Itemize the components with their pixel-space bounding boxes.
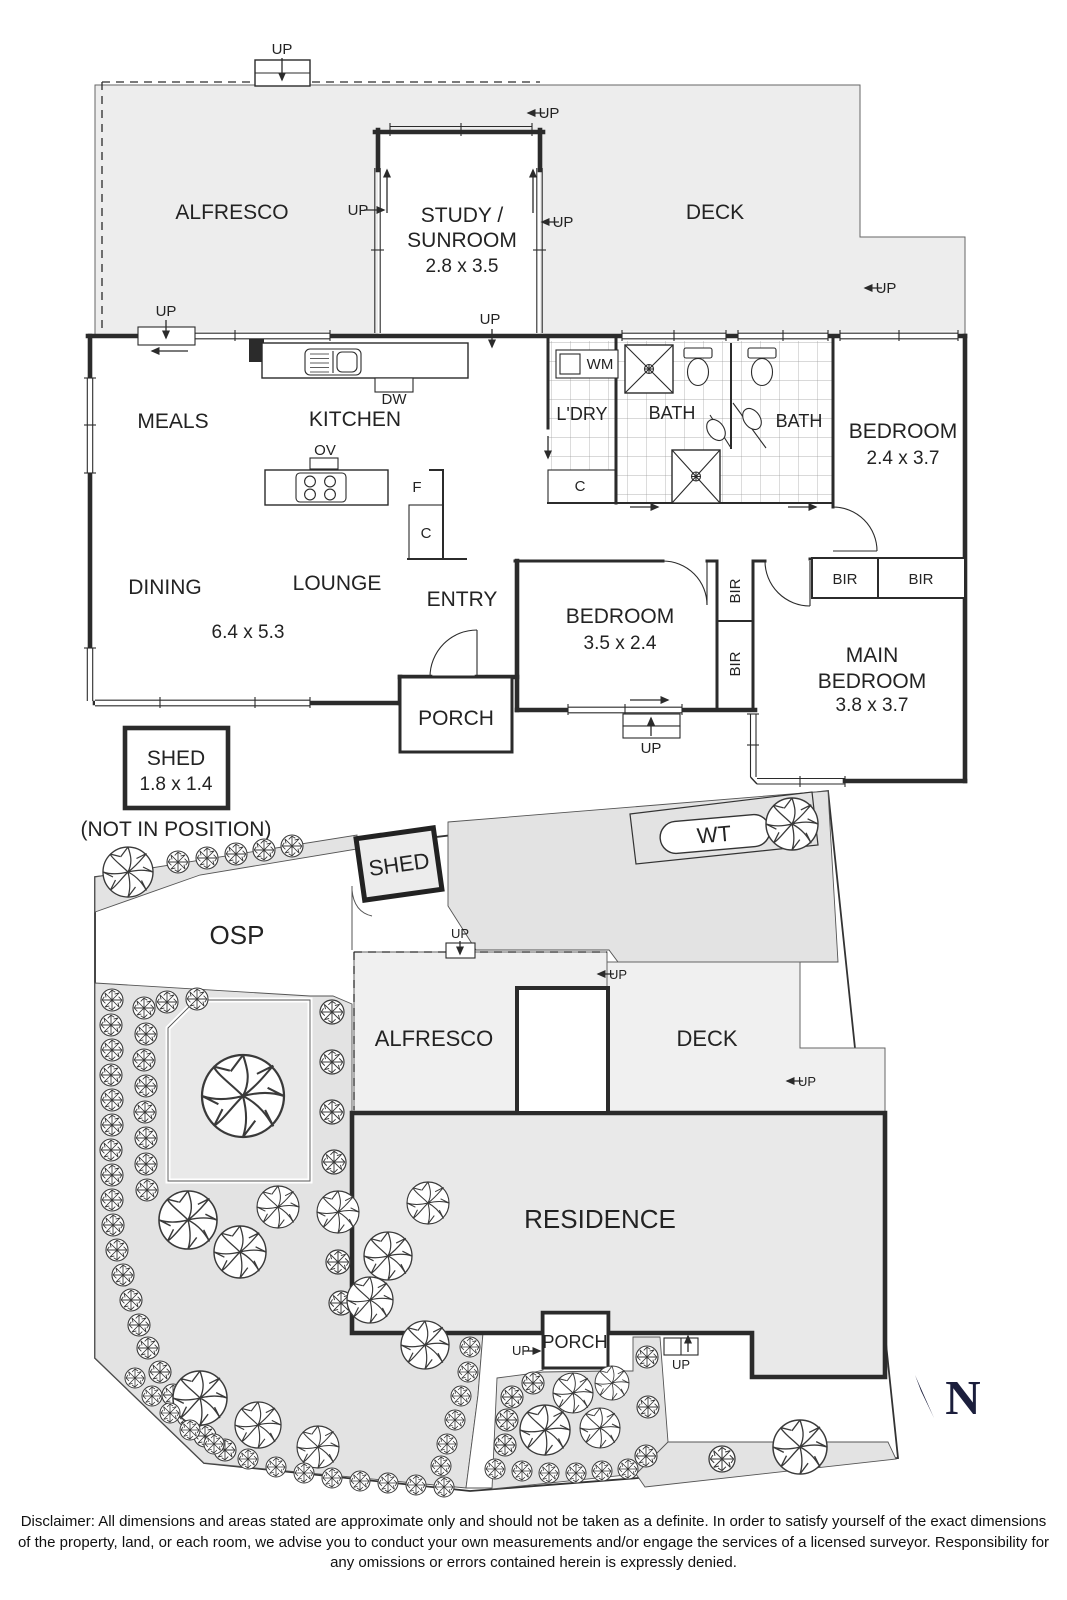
room-label-ldry: L'DRY — [556, 404, 607, 424]
site-label-residence: RESIDENCE — [524, 1204, 676, 1234]
entry-porch: PORCH — [398, 629, 514, 754]
cupboard-label-c: C — [575, 478, 586, 495]
garden-bed — [635, 1441, 897, 1488]
site-label-porch: PORCH — [542, 1332, 607, 1352]
basin-icon — [742, 407, 762, 431]
toilet-icon — [747, 347, 777, 387]
closet-label-bir: BIR — [727, 578, 744, 603]
kitchen-fittings: DW OV F C — [249, 339, 469, 560]
step-bedroom3: UP — [622, 696, 681, 757]
step-alfresco: UP — [137, 303, 196, 346]
closet-label-bir: BIR — [832, 571, 857, 588]
up-label: UP — [798, 1074, 816, 1089]
dim-label-living: 6.4 x 5.3 — [212, 622, 285, 643]
room-label-bedroom: BEDROOM — [566, 605, 675, 628]
room-label-bedroom: BEDROOM — [849, 420, 958, 443]
room-label-study1: STUDY / — [421, 204, 504, 227]
dim-label-study: 2.8 x 3.5 — [426, 256, 499, 277]
room-label-alfresco: ALFRESCO — [175, 201, 288, 224]
site-label-alfresco: ALFRESCO — [375, 1026, 494, 1051]
room-label-main1: MAIN — [846, 644, 899, 667]
site-plan: WT SHED ALFRESCO DECK UP — [94, 789, 981, 1498]
room-label-shed: SHED — [147, 747, 205, 770]
up-label: UP — [609, 967, 627, 982]
up-label: UP — [876, 280, 897, 297]
north-arrow-icon — [915, 1375, 934, 1418]
appliance-label-f: F — [412, 479, 421, 496]
shower-icon — [624, 344, 674, 394]
up-label: UP — [348, 202, 369, 219]
north-label: N — [945, 1370, 980, 1425]
dim-label-bedroom3: 3.5 x 2.4 — [584, 633, 657, 654]
room-study-sunroom: STUDY / SUNROOM 2.8 x 3.5 — [371, 123, 546, 336]
step-top: UP — [254, 41, 311, 87]
disclaimer-text: Disclaimer: All dimensions and areas sta… — [17, 1513, 1050, 1572]
room-label-main2: BEDROOM — [818, 670, 927, 693]
up-label: UP — [553, 214, 574, 231]
room-label-study2: SUNROOM — [407, 229, 517, 252]
room-label-entry: ENTRY — [427, 588, 498, 611]
appliance-label-ov: OV — [314, 442, 336, 459]
appliance-label-wm: WM — [587, 356, 614, 373]
wt-label: WT — [696, 821, 732, 849]
shower-icon — [671, 449, 721, 504]
room-laundry: WM L'DRY C — [544, 334, 619, 505]
shed-site: SHED — [353, 825, 445, 903]
appliance-label-dw: DW — [382, 391, 408, 408]
up-label: UP — [512, 1343, 530, 1358]
room-label-porch: PORCH — [418, 707, 494, 730]
room-label-kitchen: KITCHEN — [309, 408, 401, 431]
up-label: UP — [480, 311, 501, 328]
cooktop-icon — [295, 472, 347, 503]
toilet-icon — [683, 347, 713, 387]
room-label-dining: DINING — [128, 576, 202, 599]
basin-icon — [706, 418, 726, 442]
room-label-bath: BATH — [776, 411, 823, 431]
windows — [84, 330, 959, 787]
room-bedroom2: BEDROOM 2.4 x 3.7 — [832, 420, 958, 552]
up-label: UP — [451, 926, 469, 941]
up-label: UP — [156, 303, 177, 320]
site-residence: RESIDENCE PORCH UP UP — [349, 986, 888, 1380]
floor-plan: UP STUDY / SUNROOM 2.8 x 3.5 ALFRE — [81, 41, 968, 841]
closet-label-bir: BIR — [727, 651, 744, 676]
sink-icon — [304, 348, 362, 376]
water-tank: WT — [659, 813, 771, 855]
up-label: UP — [272, 41, 293, 58]
dim-label-bedroom2: 2.4 x 3.7 — [867, 448, 940, 469]
site-label-osp: OSP — [210, 920, 265, 950]
room-label-deck: DECK — [686, 201, 744, 224]
dim-label-main: 3.8 x 3.7 — [836, 695, 909, 716]
bathrooms: BATH BATH — [547, 334, 835, 511]
up-arrows-outdoor: UP UP UP UP UP — [348, 105, 897, 349]
dim-label-shed: 1.8 x 1.4 — [140, 774, 213, 795]
north-indicator: N — [915, 1370, 981, 1425]
up-label: UP — [672, 1357, 690, 1372]
up-label: UP — [539, 105, 560, 122]
study-windows — [371, 123, 546, 333]
room-label-meals: MEALS — [137, 410, 208, 433]
shed-note: (NOT IN POSITION) — [81, 818, 272, 841]
up-label: UP — [641, 740, 662, 757]
room-label-bath: BATH — [649, 403, 696, 423]
cupboard-label-c: C — [421, 525, 432, 542]
bedroom-wing: BIR BIR BIR BIR BEDROOM 3.5 x 2.4 MAIN B… — [513, 557, 967, 716]
shed-floorplan: SHED 1.8 x 1.4 (NOT IN POSITION) — [81, 725, 272, 841]
closet-label-bir: BIR — [908, 571, 933, 588]
site-label-deck: DECK — [676, 1026, 737, 1051]
room-label-lounge: LOUNGE — [293, 572, 382, 595]
